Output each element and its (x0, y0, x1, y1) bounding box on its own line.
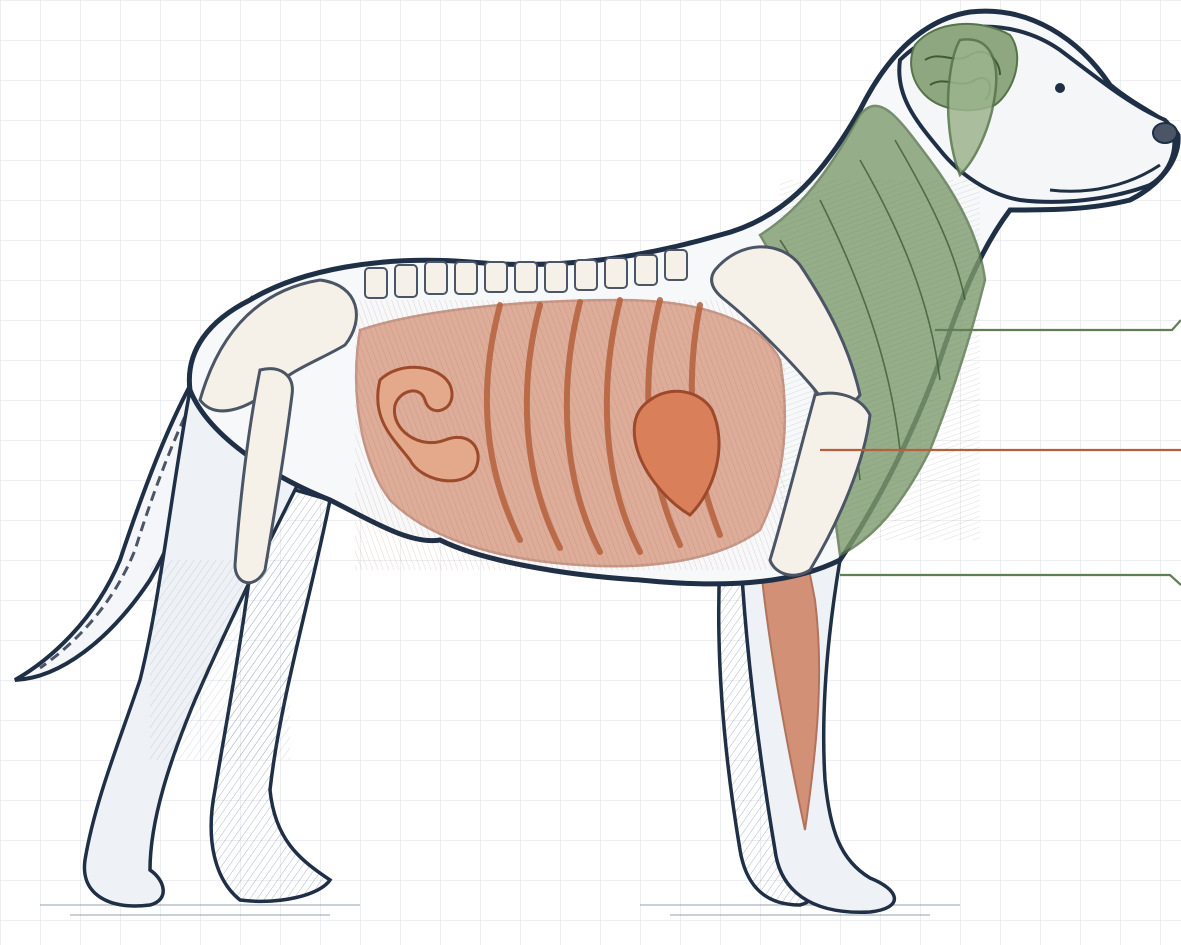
eye (1055, 83, 1065, 93)
nose (1153, 123, 1177, 143)
hind-leg-hatching (150, 560, 290, 760)
